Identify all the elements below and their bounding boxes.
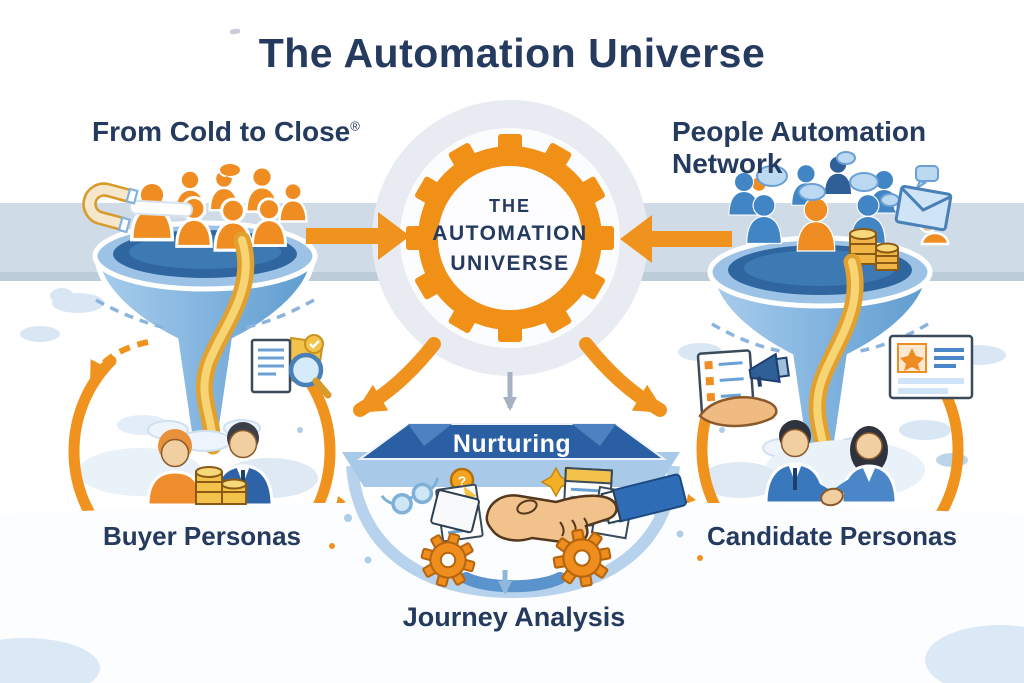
speech-bubble-icon: [218, 162, 242, 183]
profile-card-icon: [888, 334, 974, 400]
nurturing-banner-label: Nurturing: [452, 430, 572, 458]
hub-label: THE AUTOMATION UNIVERSE: [400, 193, 620, 279]
right-section-heading: People Automation Network: [672, 116, 927, 179]
left-heading-text: From Cold to Close: [92, 116, 351, 147]
dashed-arrow-left: [89, 339, 149, 382]
journey-analysis-label: Journey Analysis: [402, 602, 626, 632]
buyer-personas-label: Buyer Personas: [103, 521, 301, 551]
flow-arrow-right: [620, 215, 732, 263]
registered-trademark: ®: [350, 118, 360, 134]
flow-arrow-left: [306, 212, 410, 260]
coin-stack-icon: [849, 228, 899, 271]
envelope-icon: [894, 184, 953, 232]
left-funnel: [82, 162, 318, 455]
hub-line-3: UNIVERSE: [450, 252, 570, 275]
speech-bubble-icons: [756, 151, 939, 207]
buyer-personas-illustration: [146, 422, 274, 507]
hub-line-2: AUTOMATION: [432, 222, 588, 245]
glasses-icon: [380, 477, 439, 515]
left-section-heading: From Cold to Close®: [92, 116, 360, 148]
nurturing-assembly: ?: [342, 423, 687, 599]
magnet-icon: [82, 182, 139, 234]
flow-arrow-down-right: [579, 337, 667, 417]
checklist-hand-icon: [696, 349, 790, 428]
candidate-personas-illustration: [764, 420, 898, 507]
candidate-personas-label: Candidate Personas: [707, 521, 957, 551]
hand: [698, 396, 778, 428]
megaphone-icon: [748, 352, 790, 387]
card-dots: [0, 510, 1024, 683]
handshake-icon: [820, 487, 844, 507]
flow-arrow-down-left: [353, 337, 441, 417]
hub-line-1: THE: [489, 196, 531, 216]
document-search-icon: [250, 334, 332, 399]
question-coin-glyph: ?: [458, 473, 467, 489]
page-title: The Automation Universe: [258, 30, 766, 76]
handshake-icon: [430, 473, 687, 545]
hub-gear-icon: [406, 134, 614, 342]
coin-stack-icon: [195, 466, 247, 505]
